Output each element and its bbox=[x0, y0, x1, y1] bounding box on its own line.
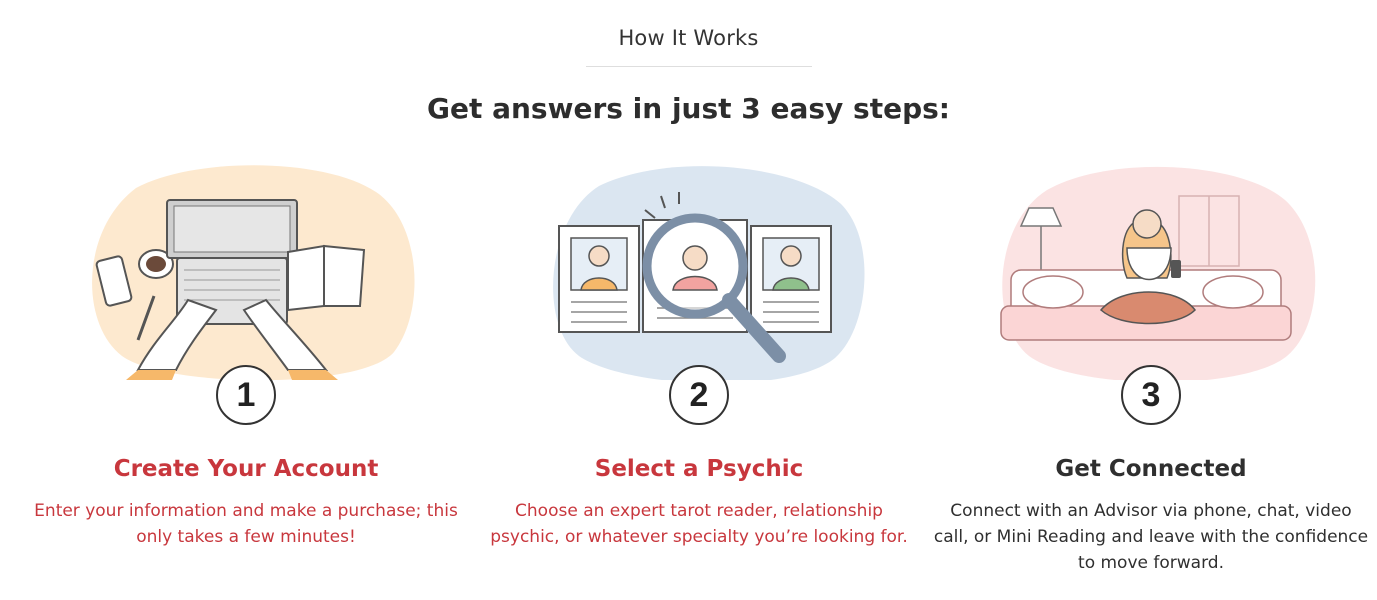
step-2-description: Choose an expert tarot reader, relations… bbox=[490, 501, 908, 547]
step-2-title: Select a Psychic bbox=[594, 456, 804, 482]
step-3-title: Get Connected bbox=[1055, 456, 1247, 482]
woman-on-couch-illustration bbox=[981, 160, 1321, 380]
step-1-card: 1 Create Your Account Enter your informa… bbox=[16, 160, 476, 590]
eyebrow-divider bbox=[586, 66, 812, 67]
laptop-typing-illustration bbox=[76, 160, 416, 380]
step-1-number: 1 bbox=[216, 365, 276, 425]
step-3-description: Connect with an Advisor via phone, chat,… bbox=[933, 501, 1369, 573]
step-1-description: Enter your information and make a purcha… bbox=[34, 501, 458, 547]
step-1-title: Create Your Account bbox=[113, 456, 379, 482]
step-2-card: 2 Select a Psychic Choose an expert taro… bbox=[469, 160, 929, 590]
step-3-card: 3 Get Connected Connect with an Advisor … bbox=[921, 160, 1377, 590]
section-headline: Get answers in just 3 easy steps: bbox=[426, 92, 951, 125]
step-3-number: 3 bbox=[1121, 365, 1181, 425]
magnifier-profiles-illustration bbox=[529, 160, 869, 380]
step-2-number: 2 bbox=[669, 365, 729, 425]
section-eyebrow: How It Works bbox=[618, 26, 759, 50]
